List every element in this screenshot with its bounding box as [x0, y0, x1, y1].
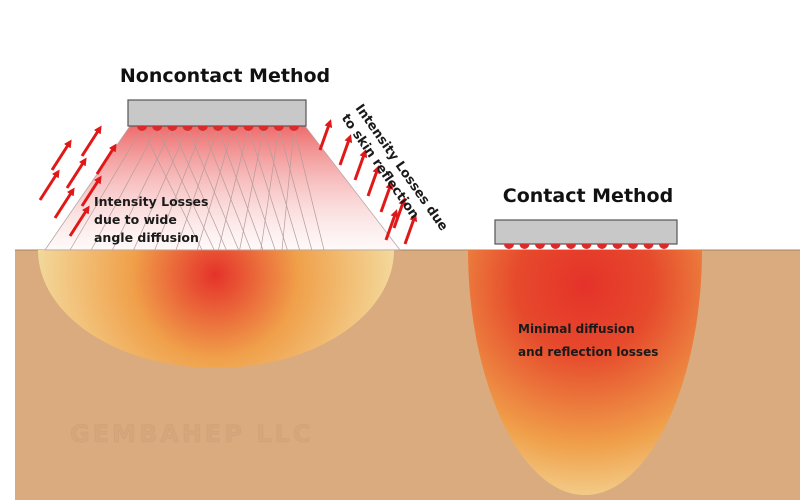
reflection-arrow-icon — [366, 165, 381, 197]
contact-note-line2: and reflection losses — [518, 345, 658, 359]
reflection-arrow-icon — [50, 139, 72, 171]
led-icon — [152, 126, 163, 131]
beam-line — [112, 127, 173, 251]
led-icon — [213, 126, 223, 131]
diffusion-note: Intensity Losses due to wide angle diffu… — [94, 194, 208, 245]
contact-diffusion-glow — [468, 250, 702, 495]
reflection-arrow-icon — [318, 119, 333, 151]
led-icon — [550, 244, 561, 249]
beam-line — [248, 127, 288, 251]
beam-line — [175, 127, 219, 251]
beam-line — [278, 127, 313, 251]
led-icon — [643, 244, 654, 249]
led-icon — [197, 126, 208, 131]
reflection-arrow-icon — [80, 175, 102, 207]
noncontact-device — [127, 99, 307, 127]
contact-note-line1: Minimal diffusion — [518, 322, 635, 336]
diffusion-note-line2: due to wide — [94, 212, 177, 227]
watermark: GEMBAHEP LLC — [70, 420, 313, 448]
beam-line — [263, 127, 300, 251]
led-icon — [258, 126, 269, 131]
led-icon — [581, 244, 592, 249]
beam-line — [154, 127, 204, 251]
noncontact-title: Noncontact Method — [120, 65, 330, 87]
led-icon — [243, 126, 254, 131]
beam-line — [172, 127, 227, 251]
beam-line — [281, 127, 295, 251]
reflection-arrow-icon — [53, 187, 75, 219]
reflection-arrow-icon — [338, 134, 353, 166]
reflection-arrow-icon — [95, 143, 117, 175]
contact-note: Minimal diffusion and reflection losses — [518, 322, 658, 359]
beam-line — [239, 127, 264, 251]
beam-line — [90, 127, 158, 251]
beam-line — [293, 127, 325, 251]
contact-title: Contact Method — [503, 185, 673, 207]
led-icon — [535, 244, 545, 249]
beam-line — [232, 127, 276, 251]
reflection-arrow-icon — [80, 125, 102, 157]
diffusion-note-line1: Intensity Losses — [94, 194, 208, 209]
reflection-arrow-icon — [38, 169, 60, 201]
reflection-arrow-icon — [392, 197, 407, 229]
right-reflection-arrows — [318, 119, 418, 245]
reflection-arrow-icon — [65, 157, 87, 189]
beam-line — [156, 127, 215, 251]
beam-line — [260, 127, 280, 251]
led-icon — [504, 244, 514, 249]
beam-line — [133, 127, 188, 251]
led-icon — [137, 126, 147, 131]
reflection-arrow-icon — [384, 209, 399, 241]
left-reflection-arrows — [38, 125, 117, 237]
contact-led-row — [504, 244, 669, 249]
led-icon — [228, 126, 239, 131]
noncontact-led-row — [137, 126, 299, 131]
beam-line — [69, 127, 143, 251]
led-icon — [182, 126, 193, 131]
led-icon — [289, 126, 299, 131]
light-beam-lines — [69, 127, 325, 251]
led-icon — [566, 244, 576, 249]
contact-device — [494, 219, 678, 245]
beam-line — [218, 127, 249, 251]
reflection-arrow-icon — [68, 205, 90, 237]
led-icon — [628, 244, 638, 249]
led-icon — [519, 244, 530, 249]
beam-line — [196, 127, 234, 251]
led-icon — [273, 126, 284, 131]
beam-line — [141, 127, 203, 251]
beam-line — [187, 127, 239, 251]
diffusion-note-line3: angle diffusion — [94, 230, 199, 245]
reflection-arrow-icon — [379, 181, 394, 213]
noncontact-diffusion-glow — [38, 250, 394, 368]
reflection-arrow-icon — [403, 213, 418, 245]
led-icon — [612, 244, 623, 249]
led-icon — [659, 244, 669, 249]
led-icon — [597, 244, 607, 249]
led-icon — [167, 126, 178, 131]
beam-line — [217, 127, 264, 251]
reflection-arrow-icon — [353, 149, 368, 181]
